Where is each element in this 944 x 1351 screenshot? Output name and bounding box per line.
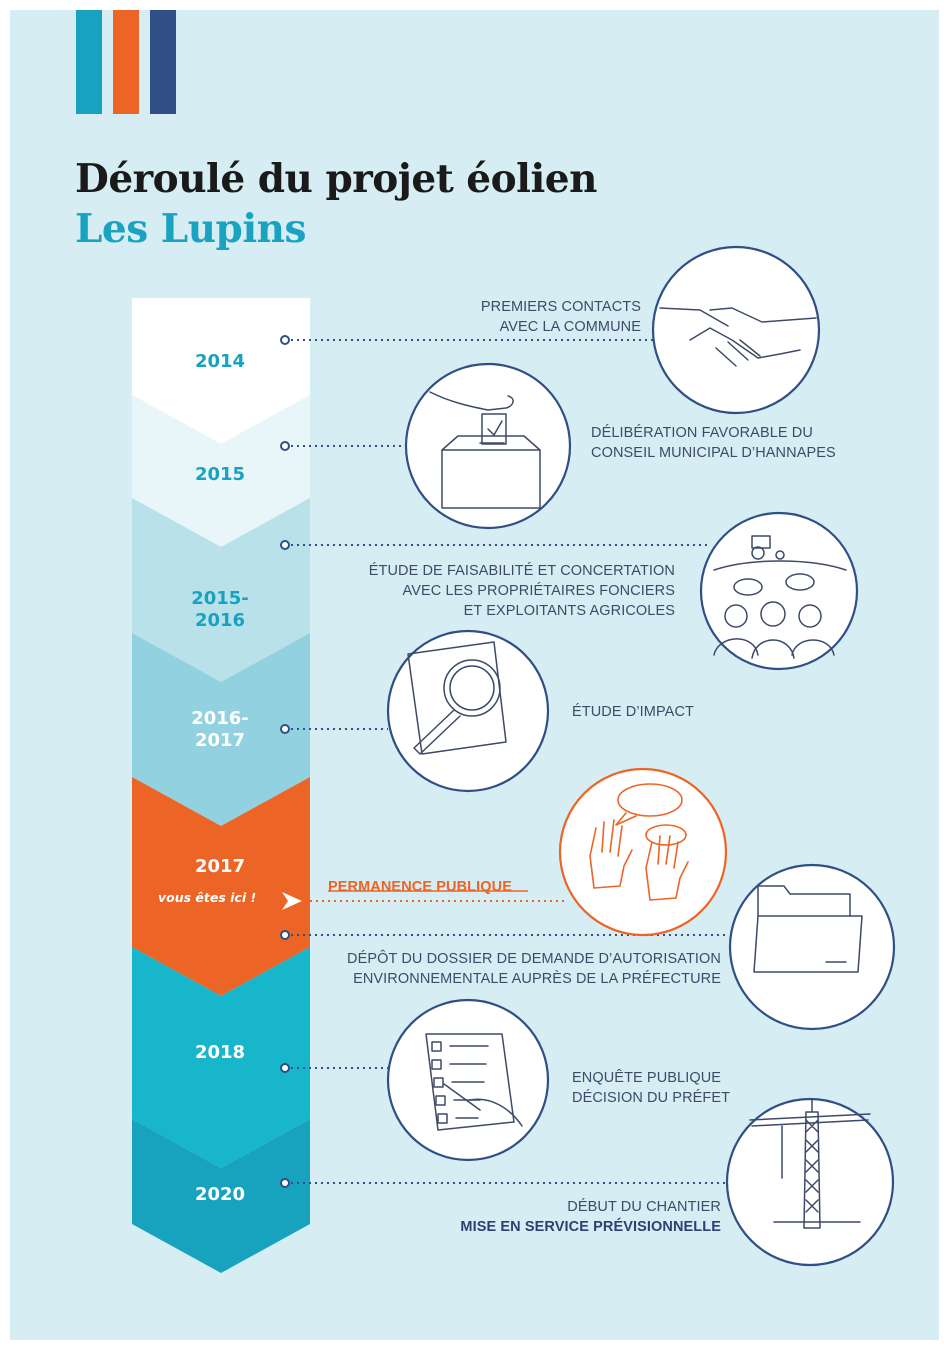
infographic-panel: Déroulé du projet éolien Les Lupins — [10, 10, 939, 1340]
decor-bar-orange — [113, 10, 139, 114]
timeline-graphic — [132, 245, 896, 1273]
segment-2014 — [132, 298, 310, 444]
year-label-2014: 2014 — [194, 351, 246, 372]
event-label-permanence: PERMANENCE PUBLIQUE — [328, 879, 512, 895]
segment-2015-2016 — [132, 498, 310, 682]
ballot-box-icon — [404, 362, 572, 530]
connector-dot — [280, 540, 290, 550]
segment-2017 — [132, 777, 310, 996]
decor-bar-navy — [150, 10, 176, 114]
connector-dot — [280, 441, 290, 451]
segment-2015 — [132, 395, 310, 547]
segment-2020 — [132, 1119, 310, 1273]
year-label-2015: 2015 — [194, 464, 246, 485]
raised-hands-icon — [558, 767, 728, 937]
page-title: Déroulé du projet éolien — [75, 156, 597, 202]
event-label-depot-dossier: DÉPÔT DU DOSSIER DE DEMANDE D’AUTORISATI… — [347, 951, 721, 987]
page-subtitle: Les Lupins — [75, 206, 306, 252]
folder-icon — [728, 863, 896, 1031]
decor-bar-teal — [76, 10, 102, 114]
checklist-icon — [386, 998, 550, 1162]
segment-2018 — [132, 947, 310, 1168]
connector-dot — [280, 335, 290, 345]
year-label-2018: 2018 — [194, 1042, 246, 1063]
event-label-etude-impact: ÉTUDE D’IMPACT — [572, 704, 694, 720]
connector-dot — [280, 1178, 290, 1188]
you-are-here-arrow-icon — [282, 892, 302, 910]
connector-dot — [280, 1063, 290, 1073]
handshake-icon — [651, 245, 821, 415]
connector-dot — [280, 724, 290, 734]
tractor-people-icon — [699, 511, 859, 671]
you-are-here-label: vous êtes ici ! — [158, 890, 257, 905]
segment-2016-2017 — [132, 633, 310, 826]
magnifier-icon — [386, 629, 550, 793]
connector-dot — [280, 930, 290, 940]
year-label-2015-2016: 2015-2016 — [191, 588, 249, 631]
year-label-2016-2017: 2016-2017 — [191, 708, 249, 751]
year-label-2020: 2020 — [194, 1184, 246, 1205]
crane-icon — [725, 1097, 895, 1267]
year-label-2017: 2017 — [194, 856, 246, 877]
